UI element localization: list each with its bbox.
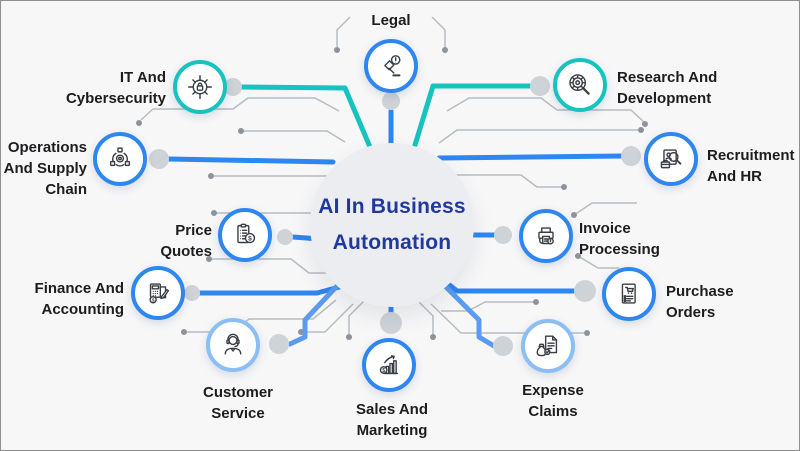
supply-network-icon (109, 147, 131, 167)
node-label-it-cybersecurity: IT And Cybersecurity (65, 69, 166, 107)
node-price-quotes: $ (218, 208, 272, 262)
connector-operations (166, 156, 336, 165)
node-legal (364, 39, 418, 93)
node-finance-accounting: $ (131, 266, 185, 320)
junction-dots (149, 76, 641, 356)
node-label-expense-claims: Expense Claims (522, 382, 584, 420)
circuit-traces (140, 16, 645, 334)
circuit-lock-icon (188, 75, 212, 99)
node-label-sales-marketing: Sales And Marketing (356, 401, 428, 439)
invoice-printer-icon (538, 227, 554, 245)
connector-purchase (435, 273, 578, 294)
node-label-research-development: Research And Development (617, 69, 718, 107)
svg-text:$: $ (248, 235, 252, 242)
calculator-pencil-icon: $ (149, 283, 170, 304)
node-expense-claims (521, 319, 575, 373)
node-operations-supply-chain (93, 132, 147, 186)
connector-customer-service (287, 282, 341, 347)
node-label-customer-service: Customer Service (202, 384, 273, 422)
node-label-finance-accounting: Finance And Accounting (34, 280, 124, 318)
connector-recruitment (436, 153, 625, 161)
quote-list-dollar-icon: $ (237, 223, 256, 244)
central-hub-circle: AI In Business Automation (310, 143, 474, 307)
node-customer-service (206, 318, 260, 372)
node-label-legal: Legal (371, 12, 411, 29)
connector-it-cybersecurity (238, 84, 373, 150)
node-recruitment-hr (644, 132, 698, 186)
node-label-purchase-orders: Purchase Orders (666, 283, 734, 321)
connector-research-development (412, 83, 534, 148)
expense-receipt-icon (536, 335, 558, 357)
node-label-invoice-processing: Invoice Processing (579, 220, 660, 258)
node-sales-marketing: $ (362, 338, 416, 392)
node-purchase-orders (602, 267, 656, 321)
connector-finance (197, 282, 350, 296)
diagram-title: AI In Business Automation (318, 195, 466, 254)
node-label-recruitment-hr: Recruitment And HR (707, 147, 795, 185)
candidate-search-icon (660, 149, 682, 169)
svg-text:$: $ (152, 297, 155, 302)
connector-expense-claims (441, 282, 497, 349)
support-agent-icon (224, 333, 242, 355)
svg-text:$: $ (382, 368, 385, 374)
node-label-operations-supply-chain: Operations And Supply Chain (3, 139, 87, 198)
order-cart-icon (621, 283, 636, 304)
node-invoice-processing (519, 209, 573, 263)
node-label-price-quotes: Price Quotes (160, 222, 212, 260)
gear-magnifier-icon (569, 74, 590, 95)
growth-chart-icon: $ (379, 355, 399, 375)
node-it-cybersecurity (173, 60, 227, 114)
node-research-development (553, 58, 607, 112)
gavel-alert-icon (384, 55, 401, 77)
